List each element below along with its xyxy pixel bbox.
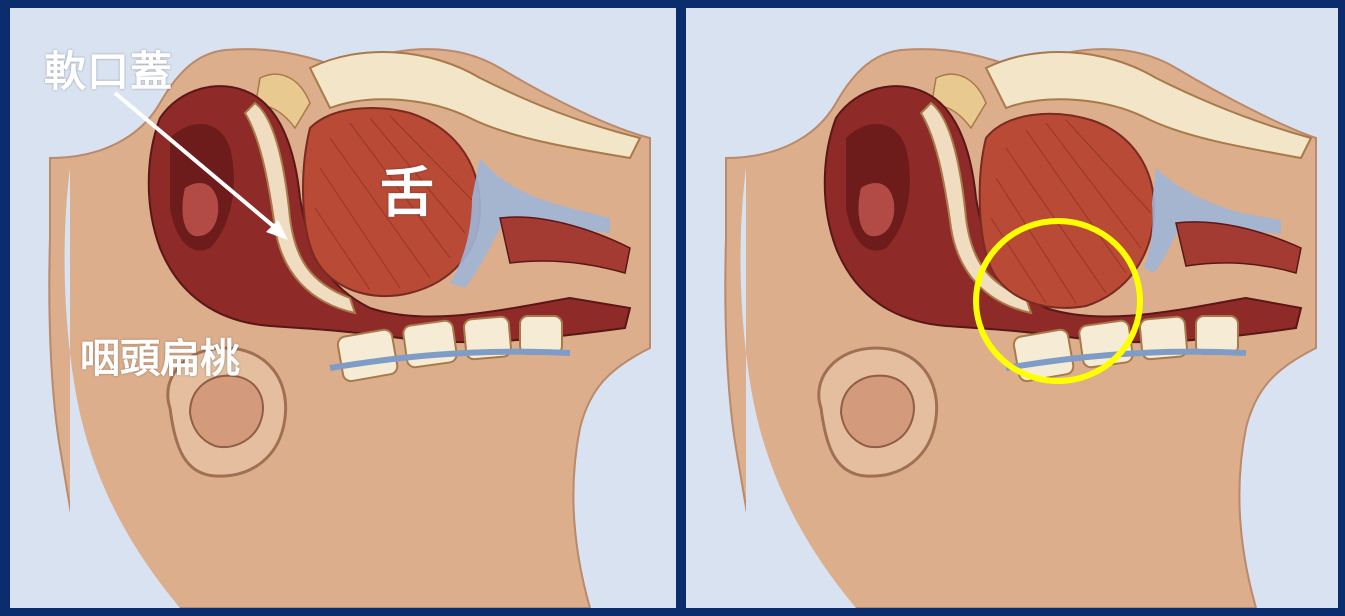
right-panel xyxy=(686,8,1338,608)
tongue-shape xyxy=(980,114,1154,308)
ear xyxy=(819,348,937,476)
label-tongue: 舌 xyxy=(380,148,434,227)
label-tonsil: 咽頭扁桃 xyxy=(80,326,240,384)
left-panel: 軟口蓋 舌 咽頭扁桃 xyxy=(10,8,676,608)
anatomy-illustration-right xyxy=(686,8,1338,608)
label-soft-palate: 軟口蓋 xyxy=(44,38,173,99)
